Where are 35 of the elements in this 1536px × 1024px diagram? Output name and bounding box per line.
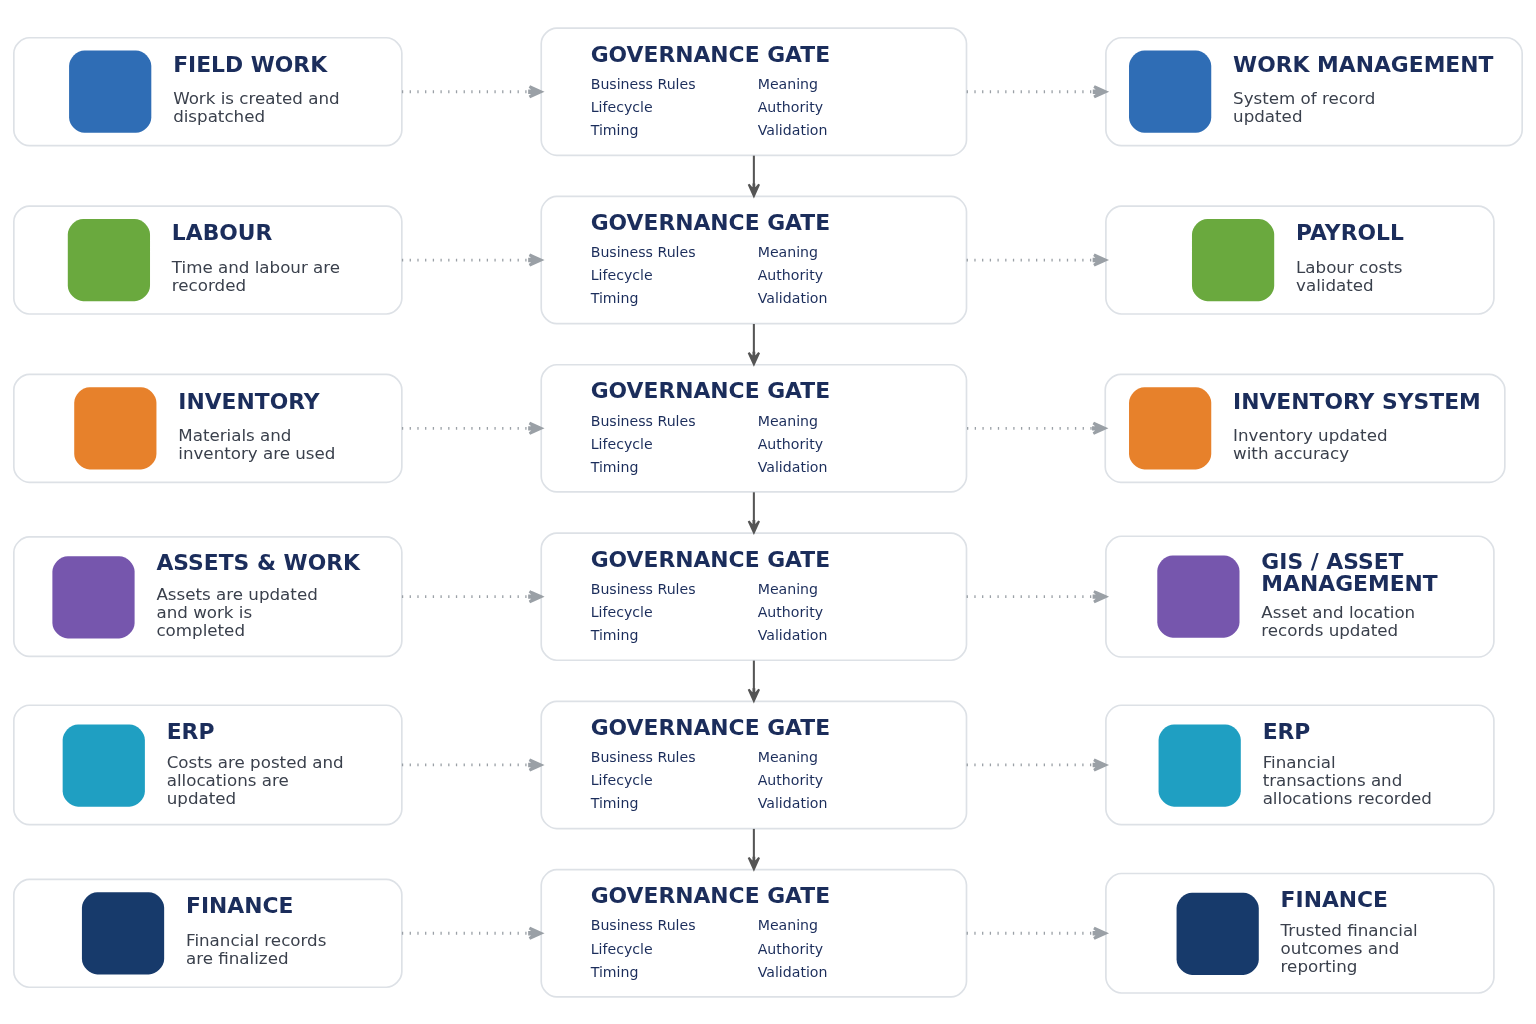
arrow xyxy=(966,926,1107,940)
arrow xyxy=(966,252,1107,267)
arrow xyxy=(401,589,543,603)
arrow xyxy=(747,660,761,702)
arrow xyxy=(401,926,543,940)
arrow xyxy=(747,155,761,197)
node-box: PAYROLL Labour costs validated xyxy=(1105,204,1495,315)
node-box: ASSETS & WORK Assets are updated and work is completed xyxy=(13,535,403,657)
node-box: GOVERNANCE GATE Business Rules Meaning Lifecycle Authority Timing Validation xyxy=(540,363,968,493)
node-box: FIELD WORK Work is created and dispatched xyxy=(13,36,403,147)
arrow xyxy=(401,252,543,267)
arrow xyxy=(401,757,543,772)
arrow xyxy=(966,589,1107,603)
arrow xyxy=(747,828,761,870)
arrow xyxy=(967,421,1107,435)
arrow xyxy=(966,84,1108,98)
node-box: ERP Costs are posted and allocations are updated xyxy=(13,703,403,826)
arrow xyxy=(401,421,543,435)
arrow xyxy=(401,84,543,98)
node-box: FINANCE Financial records are finalized xyxy=(13,877,403,988)
node-box: LABOUR Time and labour are recorded xyxy=(13,204,403,315)
node-box: GOVERNANCE GATE Business Rules Meaning Lifecycle Authority Timing Validation xyxy=(540,531,968,661)
node-box: INVENTORY Materials and inventory are used xyxy=(13,373,403,483)
node-box: GOVERNANCE GATE Business Rules Meaning Lifecycle Authority Timing Validation xyxy=(540,868,968,998)
node-box: GOVERNANCE GATE Business Rules Meaning Lifecycle Authority Timing Validation xyxy=(540,26,968,156)
arrow xyxy=(747,491,761,534)
node-box: FINANCE Trusted financial outcomes and reporting xyxy=(1105,872,1495,994)
node-box: INVENTORY SYSTEM Inventory updated with accuracy xyxy=(1104,373,1506,483)
node-box: GOVERNANCE GATE Business Rules Meaning Lifecycle Authority Timing Validation xyxy=(540,195,968,324)
node-box: ERP Financial transactions and allocations recorded xyxy=(1105,703,1495,826)
arrow xyxy=(747,323,761,365)
node-box: WORK MANAGEMENT System of record updated xyxy=(1105,36,1523,147)
arrow xyxy=(966,757,1107,772)
node-box: GOVERNANCE GATE Business Rules Meaning Lifecycle Authority Timing Validation xyxy=(540,700,968,829)
node-box: GIS / ASSET MANAGEMENT Asset and location records updated xyxy=(1105,534,1495,658)
